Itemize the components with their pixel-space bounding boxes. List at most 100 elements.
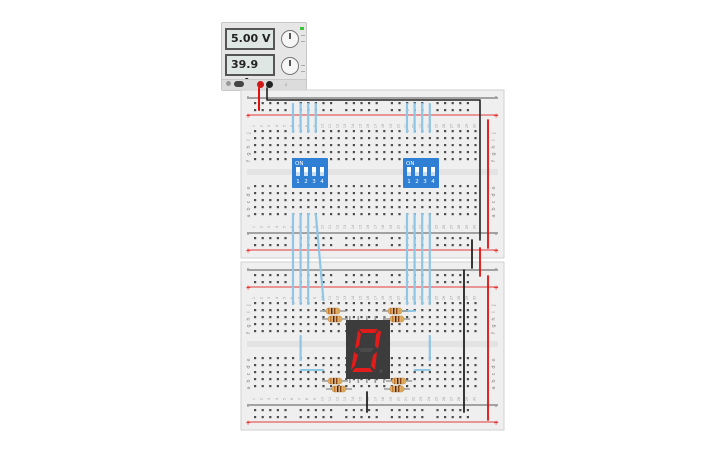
breadboard-hole[interactable] — [421, 151, 424, 154]
breadboard-hole[interactable] — [337, 371, 340, 374]
rail-hole[interactable] — [459, 102, 462, 105]
breadboard-hole[interactable] — [474, 130, 477, 133]
breadboard-hole[interactable] — [413, 151, 416, 154]
breadboard-hole[interactable] — [322, 316, 325, 319]
rail-hole[interactable] — [375, 274, 378, 277]
breadboard-hole[interactable] — [474, 206, 477, 209]
breadboard-hole[interactable] — [261, 323, 264, 326]
breadboard-hole[interactable] — [330, 371, 333, 374]
breadboard-hole[interactable] — [337, 192, 340, 195]
rail-hole[interactable] — [360, 237, 363, 240]
breadboard-hole[interactable] — [428, 192, 431, 195]
rail-hole[interactable] — [368, 109, 371, 112]
rail-hole[interactable] — [345, 237, 348, 240]
breadboard-hole[interactable] — [322, 302, 325, 305]
breadboard-hole[interactable] — [466, 144, 469, 147]
breadboard-hole[interactable] — [261, 158, 264, 161]
breadboard-hole[interactable] — [413, 206, 416, 209]
rail-hole[interactable] — [466, 409, 469, 412]
rail-hole[interactable] — [345, 416, 348, 419]
breadboard-hole[interactable] — [345, 151, 348, 154]
breadboard-hole[interactable] — [284, 323, 287, 326]
rail-hole[interactable] — [261, 109, 264, 112]
breadboard-hole[interactable] — [337, 185, 340, 188]
breadboard-hole[interactable] — [307, 309, 310, 312]
breadboard-hole[interactable] — [360, 316, 363, 319]
breadboard-hole[interactable] — [368, 385, 371, 388]
breadboard-hole[interactable] — [368, 151, 371, 154]
breadboard-hole[interactable] — [375, 144, 378, 147]
breadboard-hole[interactable] — [284, 151, 287, 154]
rail-hole[interactable] — [360, 244, 363, 247]
breadboard-hole[interactable] — [330, 213, 333, 216]
breadboard-hole[interactable] — [345, 385, 348, 388]
breadboard-hole[interactable] — [269, 378, 272, 381]
breadboard-hole[interactable] — [428, 371, 431, 374]
breadboard-hole[interactable] — [299, 378, 302, 381]
breadboard-hole[interactable] — [444, 185, 447, 188]
breadboard-hole[interactable] — [330, 330, 333, 333]
breadboard-hole[interactable] — [314, 206, 317, 209]
rail-hole[interactable] — [368, 237, 371, 240]
breadboard-hole[interactable] — [459, 158, 462, 161]
rail-hole[interactable] — [436, 237, 439, 240]
breadboard-hole[interactable] — [269, 192, 272, 195]
breadboard-hole[interactable] — [337, 364, 340, 367]
breadboard-hole[interactable] — [451, 323, 454, 326]
breadboard-hole[interactable] — [314, 364, 317, 367]
breadboard-hole[interactable] — [444, 302, 447, 305]
breadboard-hole[interactable] — [307, 144, 310, 147]
breadboard-hole[interactable] — [459, 137, 462, 140]
breadboard-hole[interactable] — [307, 192, 310, 195]
breadboard-hole[interactable] — [269, 385, 272, 388]
rail-hole[interactable] — [451, 416, 454, 419]
rail-hole[interactable] — [330, 244, 333, 247]
breadboard-hole[interactable] — [474, 302, 477, 305]
rail-hole[interactable] — [375, 109, 378, 112]
rail-hole[interactable] — [436, 244, 439, 247]
breadboard-hole[interactable] — [307, 151, 310, 154]
breadboard-hole[interactable] — [314, 385, 317, 388]
rail-hole[interactable] — [314, 244, 317, 247]
rail-hole[interactable] — [398, 274, 401, 277]
breadboard-hole[interactable] — [413, 371, 416, 374]
breadboard-hole[interactable] — [322, 378, 325, 381]
breadboard-hole[interactable] — [307, 137, 310, 140]
breadboard-hole[interactable] — [269, 330, 272, 333]
breadboard-hole[interactable] — [406, 371, 409, 374]
rail-hole[interactable] — [413, 416, 416, 419]
breadboard-hole[interactable] — [322, 151, 325, 154]
rail-hole[interactable] — [254, 109, 257, 112]
breadboard-hole[interactable] — [459, 206, 462, 209]
breadboard-hole[interactable] — [330, 158, 333, 161]
breadboard-hole[interactable] — [299, 199, 302, 202]
breadboard-hole[interactable] — [307, 357, 310, 360]
rail-hole[interactable] — [406, 409, 409, 412]
breadboard-hole[interactable] — [352, 137, 355, 140]
breadboard-hole[interactable] — [276, 364, 279, 367]
rail-hole[interactable] — [451, 409, 454, 412]
breadboard-hole[interactable] — [276, 130, 279, 133]
breadboard-hole[interactable] — [459, 130, 462, 133]
breadboard-hole[interactable] — [261, 364, 264, 367]
breadboard-hole[interactable] — [276, 199, 279, 202]
breadboard-hole[interactable] — [368, 192, 371, 195]
breadboard-hole[interactable] — [254, 364, 257, 367]
breadboard-hole[interactable] — [398, 330, 401, 333]
rail-hole[interactable] — [459, 237, 462, 240]
rail-hole[interactable] — [307, 416, 310, 419]
breadboard-hole[interactable] — [375, 213, 378, 216]
rail-hole[interactable] — [254, 416, 257, 419]
breadboard-hole[interactable] — [352, 158, 355, 161]
breadboard-hole[interactable] — [459, 302, 462, 305]
breadboard-hole[interactable] — [307, 330, 310, 333]
rail-hole[interactable] — [459, 274, 462, 277]
breadboard-hole[interactable] — [383, 185, 386, 188]
breadboard-hole[interactable] — [368, 302, 371, 305]
breadboard-hole[interactable] — [269, 309, 272, 312]
breadboard-hole[interactable] — [474, 158, 477, 161]
rail-hole[interactable] — [375, 237, 378, 240]
breadboard-hole[interactable] — [406, 364, 409, 367]
breadboard-hole[interactable] — [299, 144, 302, 147]
breadboard-hole[interactable] — [360, 144, 363, 147]
